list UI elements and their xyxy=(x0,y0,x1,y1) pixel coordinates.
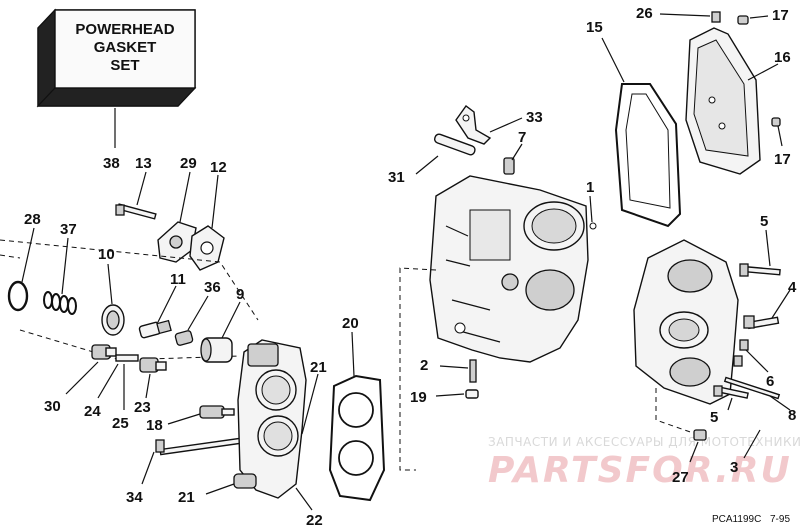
callout-20: 20 xyxy=(342,315,359,332)
callout-17-bottom: 17 xyxy=(774,151,791,168)
callout-28: 28 xyxy=(24,211,41,228)
callout-24: 24 xyxy=(84,403,101,420)
plug-17-bottom xyxy=(771,117,781,127)
powerhead-gasket-set-box: POWERHEAD GASKET SET xyxy=(36,8,197,108)
callout-10: 10 xyxy=(98,246,115,263)
pin-31 xyxy=(433,133,476,156)
clamp-33 xyxy=(455,105,492,145)
bolt-5-bottom xyxy=(713,385,749,399)
callout-12: 12 xyxy=(210,159,227,176)
thermostat-cover-29 xyxy=(157,221,197,263)
fitting-30 xyxy=(91,344,117,360)
callout-2: 2 xyxy=(420,357,428,374)
callout-38: 38 xyxy=(103,155,120,172)
cover-gasket-15 xyxy=(614,83,682,228)
callout-4: 4 xyxy=(788,279,797,296)
callout-30: 30 xyxy=(44,398,61,415)
callout-3: 3 xyxy=(730,459,738,476)
screw-26 xyxy=(711,11,721,23)
fitting-11 xyxy=(138,319,172,339)
cover-16 xyxy=(685,27,761,175)
cap-9 xyxy=(200,337,233,363)
figure-code: PCA1199C xyxy=(712,514,761,525)
gasket-12 xyxy=(189,225,225,271)
cylinder-head-21 xyxy=(233,339,307,499)
callout-11: 11 xyxy=(170,271,186,288)
bolt-34 xyxy=(155,437,241,456)
callout-37: 37 xyxy=(60,221,77,238)
cylinder-block xyxy=(429,175,589,363)
o-ring-28 xyxy=(7,280,29,312)
fitting-7 xyxy=(503,157,515,175)
callout-1: 1 xyxy=(586,179,594,196)
bolt-13 xyxy=(115,203,157,220)
callout-33: 33 xyxy=(526,109,543,126)
fitting-27 xyxy=(693,429,707,441)
spring-37 xyxy=(43,291,77,315)
callout-15: 15 xyxy=(586,19,603,36)
callout-27: 27 xyxy=(672,469,689,486)
callout-13: 13 xyxy=(135,155,152,172)
screw-6-b xyxy=(733,355,743,367)
callout-26: 26 xyxy=(636,5,653,22)
head-gasket-20 xyxy=(328,374,386,502)
callout-22: 22 xyxy=(306,512,323,527)
bolt-5-top xyxy=(739,263,781,277)
gasket-set-title-line3: SET xyxy=(110,57,139,74)
callout-5-bottom: 5 xyxy=(710,409,718,426)
callout-21-bottom: 21 xyxy=(178,489,195,506)
callout-19: 19 xyxy=(410,389,427,406)
callout-36: 36 xyxy=(204,279,221,296)
callout-29: 29 xyxy=(180,155,197,172)
screw-24 xyxy=(115,354,139,362)
callout-9: 9 xyxy=(236,286,244,303)
callout-31: 31 xyxy=(388,169,405,186)
callout-25: 25 xyxy=(112,415,129,432)
gasket-set-title-line1: POWERHEAD xyxy=(75,21,174,38)
bolt-4 xyxy=(743,315,780,330)
callout-7: 7 xyxy=(518,129,526,146)
fitting-36 xyxy=(174,330,194,346)
callout-17-top: 17 xyxy=(772,7,789,24)
sensor-18 xyxy=(199,405,235,419)
watermark-logo: PARTSFOR.RU xyxy=(488,450,792,491)
callout-18: 18 xyxy=(146,417,163,434)
plug-17-top xyxy=(737,15,749,25)
callout-34: 34 xyxy=(126,489,143,506)
gasket-set-title-line2: GASKET xyxy=(94,39,157,56)
fitting-23 xyxy=(139,357,167,373)
nut-19 xyxy=(465,389,479,399)
stud-2 xyxy=(469,359,477,383)
screw-6-a xyxy=(739,339,749,351)
callout-16: 16 xyxy=(774,49,791,66)
figure-date: 7-95 xyxy=(770,514,790,525)
callout-8: 8 xyxy=(788,407,796,424)
seal-10 xyxy=(101,304,125,336)
crankcase-half xyxy=(633,239,739,405)
bolt-8 xyxy=(723,376,781,400)
callout-5-top: 5 xyxy=(760,213,768,230)
watermark-caption: ЗАПЧАСТИ И АКСЕССУАРЫ ДЛЯ МОТОТЕХНИКИ xyxy=(488,435,800,449)
dowel-1 xyxy=(589,222,597,230)
callout-21-top: 21 xyxy=(310,359,327,376)
callout-23: 23 xyxy=(134,399,151,416)
callout-6: 6 xyxy=(766,373,774,390)
